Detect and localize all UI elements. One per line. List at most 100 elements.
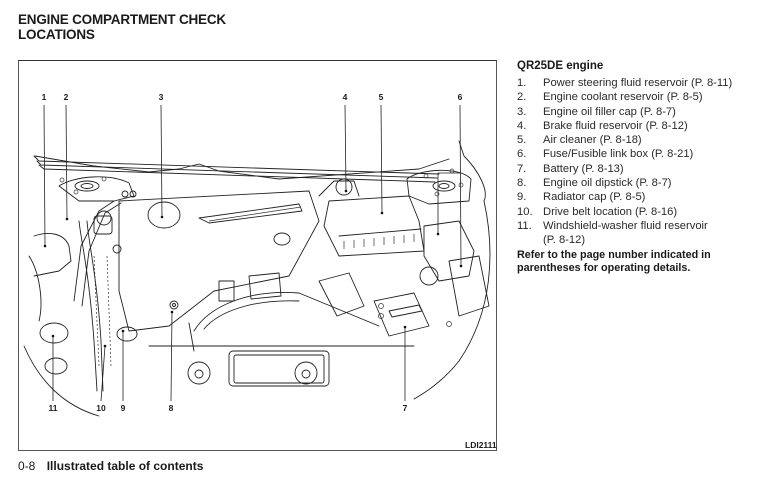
component-number: 3. bbox=[517, 105, 527, 118]
callout-6: 6 bbox=[436, 92, 463, 268]
page-footer: 0-8 Illustrated table of contents bbox=[18, 459, 203, 474]
component-number: 10. bbox=[517, 205, 533, 218]
component-text: Air cleaner (P. 8-18) bbox=[543, 134, 642, 147]
component-number: 7. bbox=[517, 162, 527, 175]
component-list: 1. Power steering fluid reservoir (P. 8-1… bbox=[517, 76, 762, 248]
component-list-item: 9. Radiator cap (P. 8-5) bbox=[517, 190, 762, 204]
component-number: 9. bbox=[517, 191, 527, 204]
component-number: 8. bbox=[517, 177, 527, 190]
callout-label: 6 bbox=[458, 92, 463, 102]
callout-label: 1 bbox=[42, 92, 47, 102]
battery bbox=[373, 292, 452, 337]
component-number: 11. bbox=[517, 219, 532, 232]
callout-label: 11 bbox=[49, 403, 58, 413]
component-text: Brake fluid reservoir (P. 8-12) bbox=[543, 119, 688, 132]
component-text: Engine oil filler cap (P. 8-7) bbox=[543, 105, 676, 118]
fuse-box bbox=[419, 220, 490, 317]
callout-8: 8 bbox=[169, 310, 174, 413]
leader-line bbox=[43, 104, 46, 247]
leader-dot bbox=[121, 329, 125, 333]
leader-dot bbox=[43, 244, 47, 248]
component-list-item: 6. Fuse/Fusible link box (P. 8-21) bbox=[517, 147, 762, 161]
leader-dot bbox=[436, 232, 440, 236]
component-list-item: 1. Power steering fluid reservoir (P. 8-1… bbox=[517, 76, 762, 90]
leader-line bbox=[459, 104, 462, 267]
callout-label: 9 bbox=[121, 403, 126, 413]
component-page-ref: (P. 8-12) bbox=[543, 234, 586, 247]
leader-line bbox=[100, 345, 106, 402]
component-list-item: 2. Engine coolant reservoir (P. 8-5) bbox=[517, 90, 762, 104]
component-number: 2. bbox=[517, 91, 527, 104]
component-text: Battery (P. 8-13) bbox=[543, 162, 624, 175]
callout-9: 9 bbox=[121, 329, 126, 413]
component-list-item: 3. Engine oil filler cap (P. 8-7) bbox=[517, 105, 762, 119]
reference-note: Refer to the page number indicated in pa… bbox=[517, 248, 711, 275]
callout-label: 2 bbox=[64, 92, 69, 102]
component-description: Radiator cap (P. 8-5) bbox=[543, 190, 762, 204]
left-hoses bbox=[28, 200, 138, 392]
section-title: Illustrated table of contents bbox=[46, 459, 204, 473]
callout-label: 4 bbox=[343, 92, 348, 102]
callout-1: 1 bbox=[42, 92, 47, 248]
leader-line bbox=[65, 104, 68, 220]
component-text: Engine coolant reservoir (P. 8-5) bbox=[543, 91, 703, 104]
component-description: Drive belt location (P. 8-16) bbox=[543, 205, 762, 219]
leader-branch bbox=[437, 172, 461, 234]
page-heading-line-2: LOCATIONS bbox=[18, 27, 95, 42]
component-description: Battery (P. 8-13) bbox=[543, 162, 762, 176]
page-heading-line-1: ENGINE COMPARTMENT CHECK bbox=[18, 12, 226, 27]
engine-cover bbox=[96, 190, 320, 332]
component-number: 5. bbox=[517, 134, 527, 147]
component-list-item: 7. Battery (P. 8-13) bbox=[517, 162, 762, 176]
callout-layer: 1 2 3 4 5 6 7 8 9 10 11 bbox=[42, 92, 463, 413]
leader-line bbox=[170, 311, 173, 402]
leader-dot bbox=[160, 215, 164, 219]
component-list-item: 8. Engine oil dipstick (P. 8-7) bbox=[517, 176, 762, 190]
leader-line bbox=[344, 104, 347, 192]
figure-code: LDI2111 bbox=[465, 440, 497, 450]
callout-11: 11 bbox=[49, 334, 58, 413]
cowl-outline bbox=[23, 140, 491, 417]
leader-line bbox=[160, 104, 163, 218]
component-description: Air cleaner (P. 8-18) bbox=[543, 133, 762, 147]
component-list-item: 11. Windshield-washer fluid reservoir (P. … bbox=[517, 219, 762, 248]
callout-label: 3 bbox=[159, 92, 164, 102]
leader-dot bbox=[103, 344, 107, 348]
component-number: 4. bbox=[517, 119, 527, 132]
legend-column: QR25DE engine 1. Power steering fluid res… bbox=[517, 59, 762, 276]
callout-7: 7 bbox=[403, 325, 408, 413]
component-text: Radiator cap (P. 8-5) bbox=[543, 191, 646, 204]
leader-dot bbox=[403, 325, 407, 329]
engine-compartment-diagram: 1 2 3 4 5 6 7 8 9 10 11 LDI2111 bbox=[18, 60, 497, 451]
component-description: Engine oil dipstick (P. 8-7) bbox=[543, 176, 762, 190]
leader-dot bbox=[459, 264, 463, 268]
callout-10: 10 bbox=[96, 344, 107, 413]
callout-label: 10 bbox=[96, 403, 106, 413]
component-text: Power steering fluid reservoir (P. 8-11) bbox=[543, 77, 733, 89]
engine-title: QR25DE engine bbox=[517, 60, 604, 72]
component-number: 6. bbox=[517, 148, 527, 161]
component-text: Fuse/Fusible link box (P. 8-21) bbox=[543, 148, 694, 161]
callout-label: 7 bbox=[403, 403, 408, 413]
leader-dot bbox=[51, 334, 55, 338]
page-heading: ENGINE COMPARTMENT CHECK LOCATIONS bbox=[18, 12, 226, 42]
engine-line-art: 1 2 3 4 5 6 7 8 9 10 11 LDI2111 bbox=[23, 92, 497, 450]
right-strut-tower bbox=[406, 168, 472, 205]
left-strut-tower bbox=[58, 176, 135, 202]
callout-3: 3 bbox=[159, 92, 164, 219]
component-description: Power steering fluid reservoir (P. 8-11) bbox=[543, 76, 762, 90]
component-list-item: 4. Brake fluid reservoir (P. 8-12) bbox=[517, 119, 762, 133]
component-text: Drive belt location (P. 8-16) bbox=[543, 205, 678, 218]
callout-4: 4 bbox=[343, 92, 348, 193]
leader-line bbox=[380, 104, 383, 214]
callout-5: 5 bbox=[379, 92, 384, 215]
component-text: Windshield-washer fluid reservoir bbox=[543, 219, 708, 232]
leader-dot bbox=[170, 310, 174, 314]
component-number: 1. bbox=[517, 77, 527, 89]
component-text: Engine oil dipstick (P. 8-7) bbox=[543, 177, 672, 190]
component-description: Fuse/Fusible link box (P. 8-21) bbox=[543, 147, 762, 161]
component-list-item: 10. Drive belt location (P. 8-16) bbox=[517, 205, 762, 219]
leader-dot bbox=[65, 217, 69, 221]
component-description: Windshield-washer fluid reservoir (P. 8-1… bbox=[543, 219, 762, 248]
component-description: Engine coolant reservoir (P. 8-5) bbox=[543, 90, 762, 104]
